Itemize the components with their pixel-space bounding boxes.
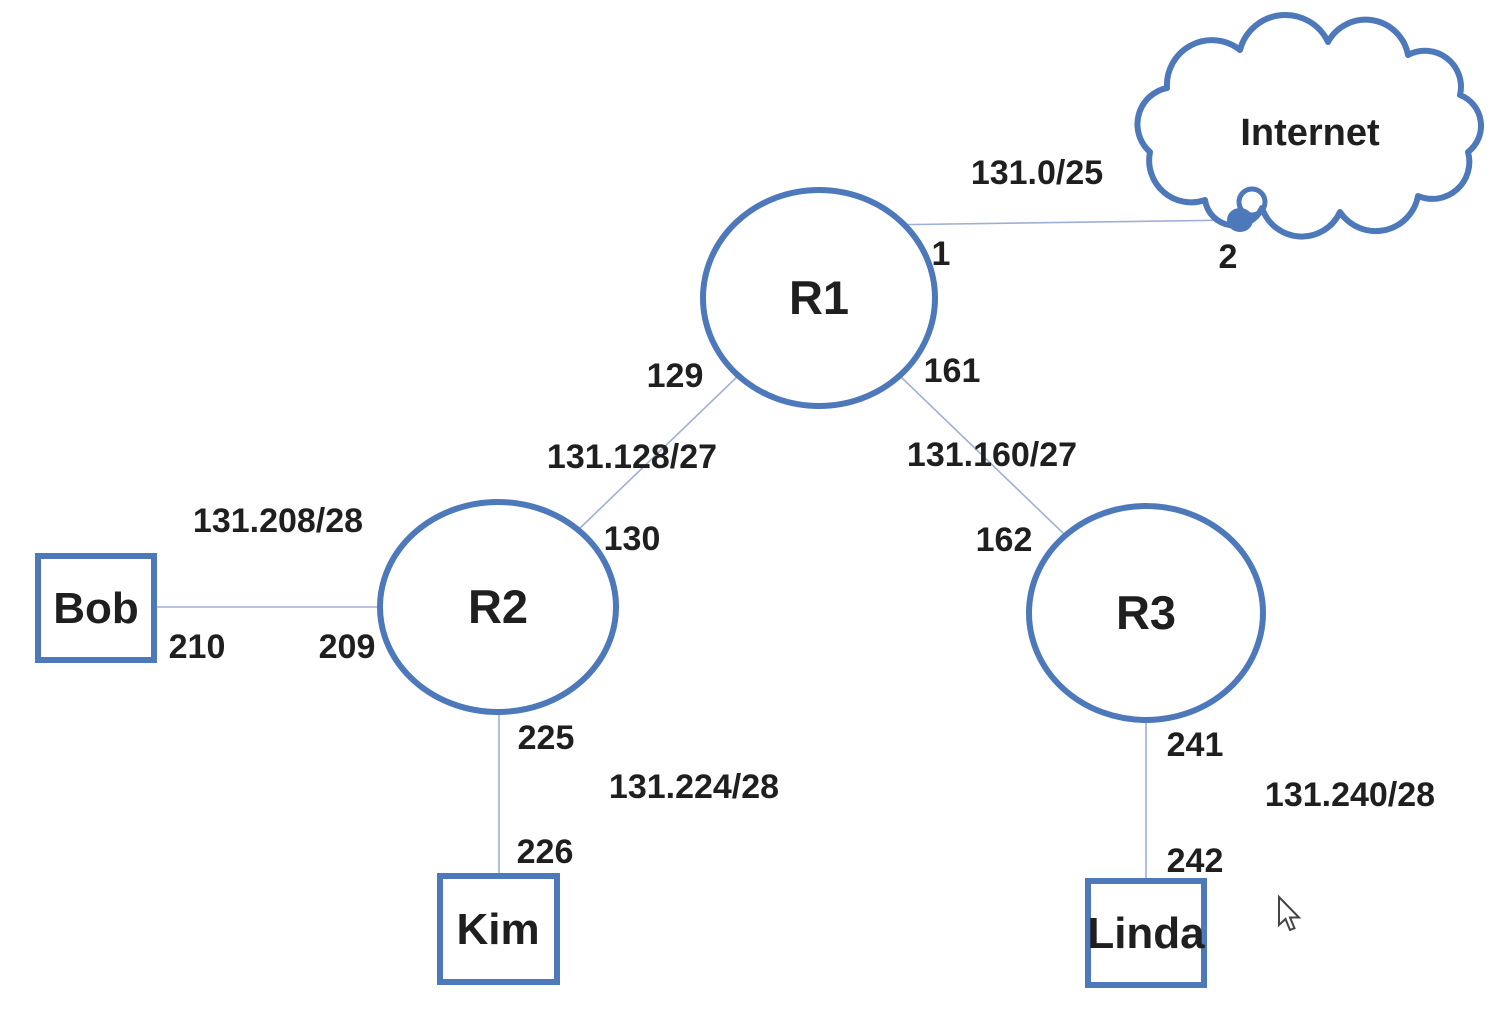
host-kim-node: Kim: [437, 873, 560, 985]
host-bob-node: Bob: [35, 553, 157, 663]
subnet-label-bob-r2: 131.208/28: [193, 502, 363, 540]
if-label-internet: 2: [1219, 238, 1238, 276]
if-label-r1-to-r3: 161: [924, 352, 981, 390]
if-label-r1-to-r2: 129: [647, 357, 704, 395]
if-label-r3-to-linda: 241: [1167, 726, 1224, 764]
mouse-cursor-icon: [1278, 894, 1302, 932]
subnet-label-r1-r3: 131.160/27: [907, 436, 1077, 474]
if-label-r1-to-internet: 1: [932, 235, 951, 273]
subnet-label-r2-kim: 131.224/28: [609, 768, 779, 806]
if-label-r2-to-r1: 130: [604, 520, 661, 558]
cloud-tail-dot: [1227, 208, 1253, 232]
router-r1-circle: [700, 187, 938, 409]
if-label-r2-to-bob: 209: [319, 628, 376, 666]
if-label-kim: 226: [517, 833, 574, 871]
subnet-label-r1-r2: 131.128/27: [547, 438, 717, 476]
router-r2-label: R2: [468, 580, 528, 633]
router-r2-circle: [377, 499, 619, 715]
router-r1-node: R1: [700, 187, 938, 409]
host-kim-box: [437, 873, 560, 985]
if-label-r2-to-kim: 225: [518, 719, 575, 757]
router-r3-circle: [1026, 503, 1266, 723]
router-r2-node: R2: [377, 499, 619, 715]
router-r3-label: R3: [1116, 586, 1176, 639]
host-bob-box: [35, 553, 157, 663]
if-label-bob: 210: [169, 628, 226, 666]
subnet-label-r3-linda: 131.240/28: [1265, 776, 1435, 814]
host-bob-label: Bob: [53, 584, 139, 633]
if-label-linda: 242: [1167, 842, 1224, 880]
router-r1-label: R1: [789, 271, 849, 324]
host-linda-node: Linda: [1085, 878, 1207, 988]
host-kim-label: Kim: [456, 905, 539, 954]
if-label-r3-to-r1: 162: [976, 521, 1033, 559]
host-linda-label: Linda: [1087, 909, 1205, 958]
internet-label: Internet: [1240, 112, 1380, 154]
subnet-label-r1-internet: 131.0/25: [971, 154, 1103, 192]
router-r3-node: R3: [1026, 503, 1266, 723]
host-linda-box: [1085, 878, 1207, 988]
cloud-tail-loop: [1236, 186, 1268, 218]
internet-cloud-icon: Internet: [1134, 11, 1484, 240]
link-r1-internet: [879, 219, 1240, 226]
